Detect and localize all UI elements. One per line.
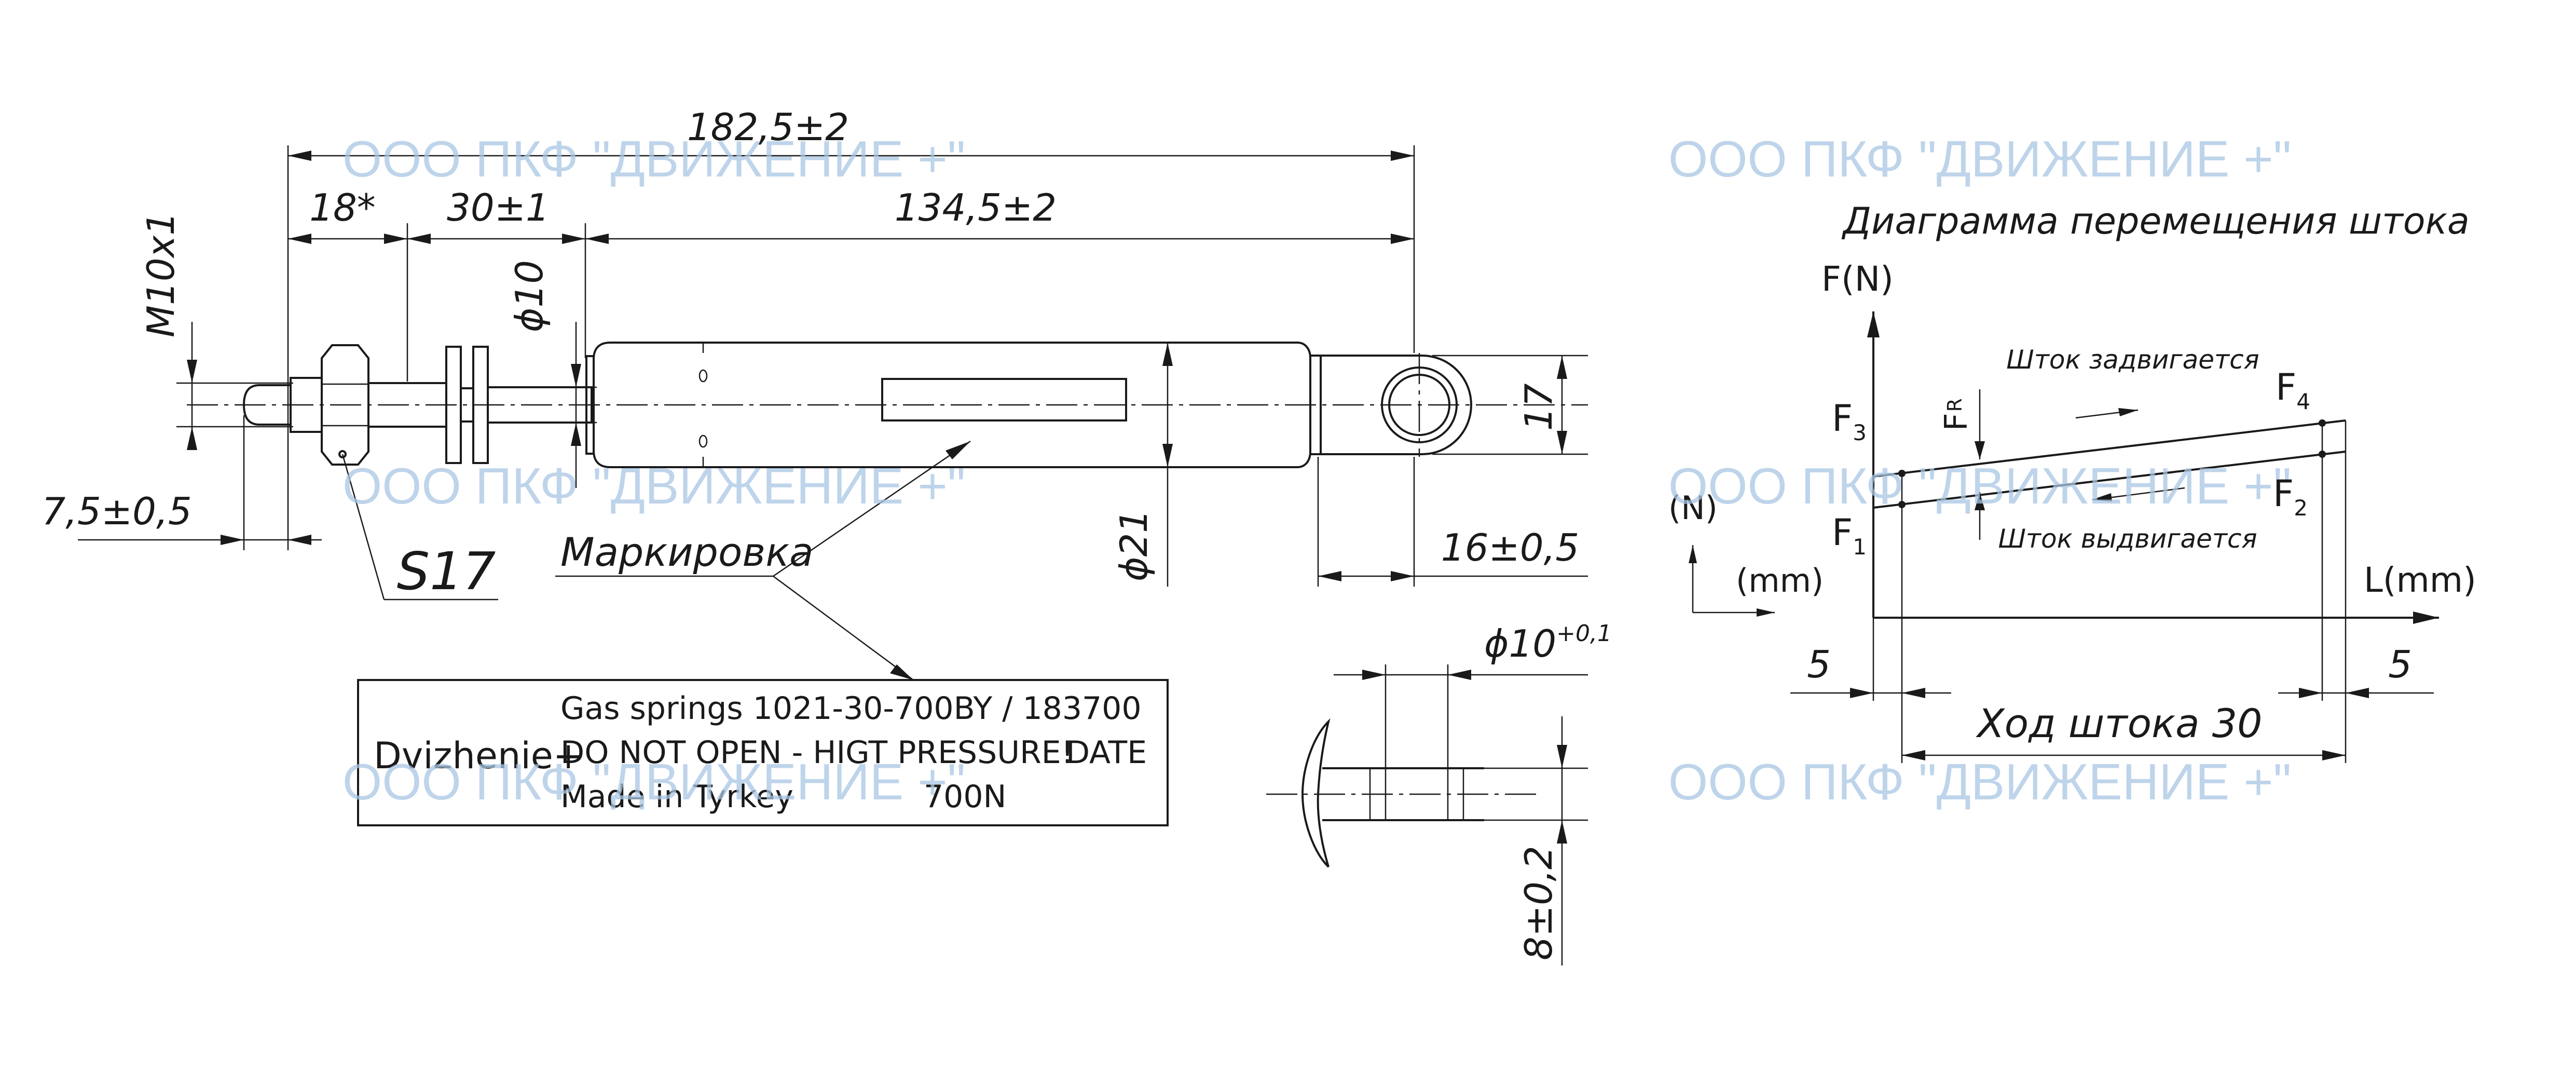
nut-mark xyxy=(338,450,347,458)
extend-force-line xyxy=(1873,451,2346,509)
marking-line-3: Made in Tyrkey xyxy=(560,779,793,815)
x-axis-label: L(mm) xyxy=(2364,560,2476,600)
marking-brand: Dvizhenie+ xyxy=(374,735,583,777)
gas-spring-view xyxy=(187,342,1588,468)
dim-bore-diameter: ϕ10+0,1 xyxy=(1484,620,1612,665)
nut-s17 xyxy=(321,344,369,466)
dim-thread-length: 18* xyxy=(309,186,376,229)
watermarks: ООО ПКФ "ДВИЖЕНИЕ +" ООО ПКФ "ДВИЖЕНИЕ +… xyxy=(342,130,2291,810)
section-hatch-right xyxy=(1447,767,1464,821)
dim-bore-length: 8±0,2 xyxy=(1517,846,1560,960)
part-dimensions: 182,5±2 18* 30±1 134,5±2 M10x1 ϕ10 ϕ21 xyxy=(42,105,1588,681)
dim-body-length: 134,5±2 xyxy=(895,186,1057,229)
dim-eye-height: 17 xyxy=(1517,383,1560,431)
label-f3: F3 xyxy=(1832,397,1867,445)
marking-leader-label: Маркировка xyxy=(560,529,814,575)
dim-rod-diameter: ϕ10 xyxy=(508,260,551,332)
groove-bottom xyxy=(698,434,708,448)
label-f2: F2 xyxy=(2273,472,2308,521)
marking-line-2: DO NOT OPEN - HIGT PRESSURE! xyxy=(560,735,1074,771)
watermark-3: ООО ПКФ "ДВИЖЕНИЕ +" xyxy=(342,753,965,810)
watermark-4: ООО ПКФ "ДВИЖЕНИЕ +" xyxy=(1668,130,2291,187)
margin-right: 5 xyxy=(2388,643,2412,686)
dim-end-offset: 7,5±0,5 xyxy=(42,489,191,533)
legend-n: (N) xyxy=(1668,489,1718,527)
legend-mm: (mm) xyxy=(1736,562,1824,600)
margin-left: 5 xyxy=(1807,643,1831,686)
stroke-length: Ход штока 30 xyxy=(1976,700,2263,746)
label-f4: F4 xyxy=(2276,366,2310,414)
dim-wrench-size: S17 xyxy=(397,541,496,602)
section-hatch-left xyxy=(1369,767,1387,821)
eye-end xyxy=(1310,355,1472,455)
y-axis-label: F(N) xyxy=(1821,259,1894,299)
retract-force-line xyxy=(1873,419,2346,478)
eye-section-view: ϕ10+0,1 8±0,2 xyxy=(1266,620,1612,965)
marking-frame xyxy=(357,679,1169,826)
label-fr: FR xyxy=(1938,398,1975,431)
marking-force: 700N xyxy=(924,779,1006,815)
dim-thread: M10x1 xyxy=(139,212,183,337)
extend-label: Шток выдвигается xyxy=(1998,524,2257,554)
marking-area xyxy=(881,378,1127,421)
watermark-5: ООО ПКФ "ДВИЖЕНИЕ +" xyxy=(1668,457,2291,514)
dim-overall-length: 182,5±2 xyxy=(687,105,849,149)
dim-body-diameter: ϕ21 xyxy=(1112,509,1156,581)
dim-rod-segment: 30±1 xyxy=(447,186,550,229)
stroke-diagram: Диаграмма перемещения штока F(N) L(mm) (… xyxy=(1668,200,2476,763)
cylinder-body xyxy=(593,342,1311,468)
washer-1 xyxy=(445,346,462,464)
retract-label: Шток задвигается xyxy=(2006,345,2259,375)
marking-plate: Dvizhenie+ Gas springs 1021-30-700BY / 1… xyxy=(357,679,1169,826)
diagram-title: Диаграмма перемещения штока xyxy=(1841,200,2470,242)
watermark-2: ООО ПКФ "ДВИЖЕНИЕ +" xyxy=(342,457,965,514)
marking-date: DATE xyxy=(1066,735,1147,771)
cap-flange xyxy=(1301,718,1331,868)
watermark-1: ООО ПКФ "ДВИЖЕНИЕ +" xyxy=(342,130,965,187)
watermark-6: ООО ПКФ "ДВИЖЕНИЕ +" xyxy=(1668,753,2291,810)
piston-rod xyxy=(487,386,593,424)
groove-top xyxy=(698,369,708,383)
dim-eye-offset: 16±0,5 xyxy=(1441,526,1579,569)
marking-line-1: Gas springs 1021-30-700BY / 183700 xyxy=(560,690,1142,727)
label-f1: F1 xyxy=(1832,511,1867,560)
